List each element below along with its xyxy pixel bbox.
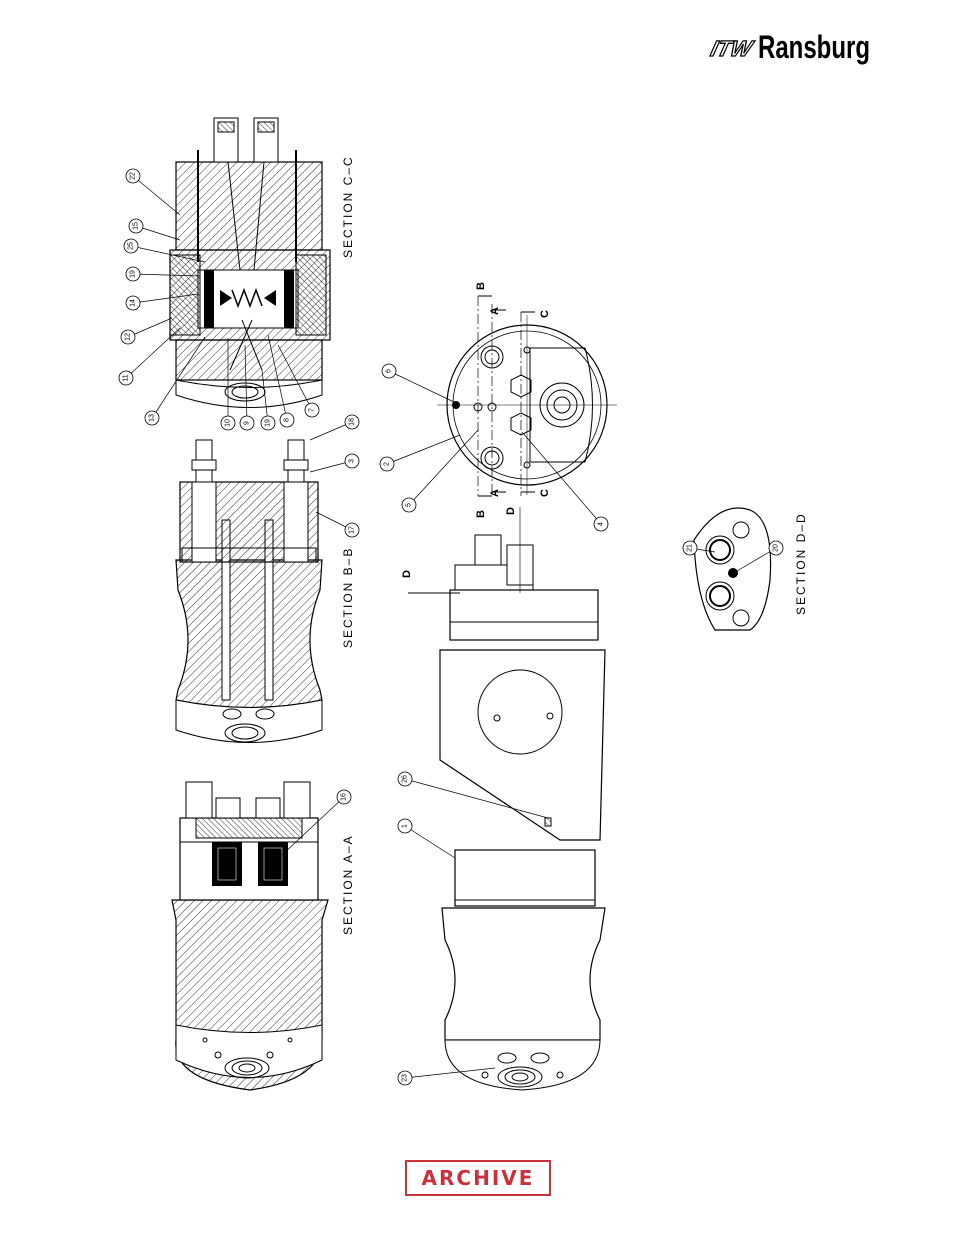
section-dd-title: SECTION D–D: [794, 512, 808, 615]
section-dd-view: [694, 508, 771, 630]
callout-number: 8: [284, 418, 291, 422]
callout-number: 2: [384, 462, 391, 466]
callout-number: 18: [349, 418, 356, 426]
callout-number: 26: [402, 775, 409, 783]
callout-number: 16: [341, 793, 348, 801]
cut-label-a-bottom: A: [489, 489, 501, 497]
callout-c15: 15: [129, 219, 180, 240]
callout-c5: 5: [402, 430, 478, 512]
callout-c18: 18: [310, 415, 359, 440]
callout-number: 1: [402, 824, 409, 828]
callout-number: 11: [123, 374, 130, 381]
callout-number: 22: [130, 172, 137, 180]
callout-c1: 1: [398, 819, 455, 858]
callout-number: 25: [128, 242, 135, 250]
section-cc-view: [170, 118, 330, 408]
callout-c12: 12: [121, 318, 172, 344]
callout-number: 15: [133, 222, 140, 230]
callout-number: 20: [773, 544, 780, 552]
callout-leader: [389, 371, 454, 402]
callout-number: 14: [130, 299, 137, 307]
callout-number: 7: [309, 408, 316, 412]
section-aa-title: SECTION A–A: [341, 834, 355, 935]
cut-label-c-top: C: [539, 310, 551, 318]
callout-leader: [387, 435, 460, 464]
callout-number: 6: [386, 369, 393, 373]
side-elevation-view: [408, 507, 605, 1090]
callout-leader: [405, 826, 455, 858]
callout-number: 10: [225, 419, 232, 427]
callout-c2: 2: [380, 435, 460, 471]
section-aa-view: [172, 782, 328, 1090]
callout-c6: 6: [382, 364, 454, 402]
callout-number: 21: [687, 544, 694, 552]
callout-c13: 13: [145, 337, 205, 425]
cut-label-d-bottom: D: [505, 507, 517, 515]
callout-number: 9: [244, 421, 251, 425]
callout-number: 17: [349, 526, 356, 534]
callout-number: 5: [406, 503, 413, 507]
cut-label-d-left: D: [401, 570, 413, 578]
archive-stamp: ARCHIVE: [405, 1160, 551, 1196]
callout-number: 13: [149, 414, 156, 422]
cut-label-c-bottom: C: [539, 489, 551, 497]
end-view-face: [437, 296, 617, 496]
section-cc-title: SECTION C–C: [341, 155, 355, 258]
callout-number: 3: [349, 459, 356, 463]
callout-c22: 22: [126, 169, 180, 215]
callout-c17: 17: [316, 512, 359, 537]
callout-number: 19: [265, 419, 272, 427]
callout-number: 4: [598, 522, 605, 526]
callout-number: 23: [402, 1074, 409, 1082]
cut-label-a-top: A: [489, 307, 501, 315]
callout-number: 19: [130, 270, 137, 278]
section-bb-view: [176, 440, 322, 743]
cut-label-b-bottom: B: [475, 510, 487, 518]
callout-c3: 3: [310, 454, 359, 472]
callout-number: 12: [125, 333, 132, 341]
cut-label-b-top: B: [475, 282, 487, 290]
section-bb-title: SECTION B–B: [341, 547, 355, 648]
archive-stamp-text: ARCHIVE: [422, 1166, 535, 1190]
callout-leader: [133, 176, 180, 215]
